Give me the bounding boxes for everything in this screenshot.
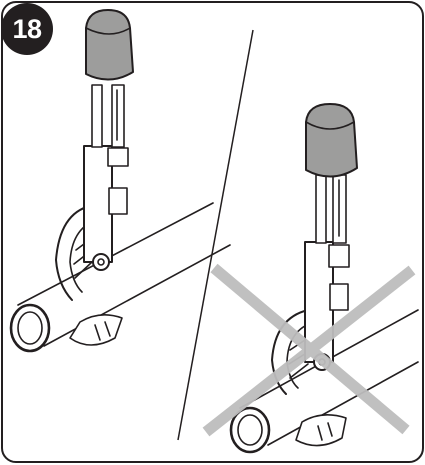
step-number-badge: 18 [1, 3, 53, 55]
correct-usage-panel [9, 9, 231, 353]
pipe-cutter-on-pipe-icon [9, 9, 231, 353]
panel-divider [177, 29, 254, 441]
step-number: 18 [12, 13, 42, 44]
pipe-cutter-on-pipe-icon [229, 103, 419, 454]
x-mark-icon [202, 263, 416, 437]
incorrect-usage-panel [202, 103, 419, 454]
